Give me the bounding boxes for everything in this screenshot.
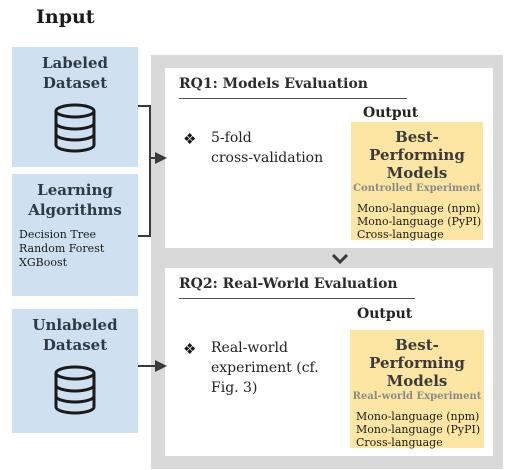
- list-item: Mono-language (npm): [357, 202, 481, 215]
- rq1-method: 5-fold cross-validation: [211, 130, 324, 166]
- algorithm-item: Decision Tree: [19, 228, 96, 241]
- rq1-output-label: Output: [363, 105, 419, 121]
- rq2-method: Real-world experiment (cf. Fig. 3): [211, 340, 319, 396]
- rq1-result-heading: Best-Performing Models: [369, 128, 465, 182]
- rq2-output-label: Output: [357, 306, 413, 322]
- list-item: Mono-language (PyPI): [356, 423, 481, 436]
- arrowhead: [155, 152, 167, 164]
- bullet-icon: ❖: [183, 340, 197, 358]
- rq2-card: RQ2: Real-World Evaluation ❖ Real-world …: [165, 268, 493, 456]
- rq2-result-heading: Best-Performing Models: [369, 336, 465, 390]
- learning-algorithms-label: Learning Algorithms: [28, 181, 122, 219]
- labeled-dataset-label: Labeled Dataset: [41, 54, 109, 92]
- unlabeled-dataset-box: Unlabeled Dataset: [12, 309, 138, 433]
- rq1-card: RQ1: Models Evaluation ❖ 5-fold cross-va…: [165, 68, 493, 248]
- bullet-icon: ❖: [183, 130, 197, 148]
- algorithm-item: XGBoost: [19, 256, 68, 269]
- rq1-title-underline: [179, 98, 407, 99]
- chevron-down-icon: [332, 253, 348, 265]
- rq2-title: RQ2: Real-World Evaluation: [179, 276, 398, 292]
- rq2-result-list: Mono-language (npm) Mono-language (PyPI)…: [356, 410, 484, 449]
- rq2-title-underline: [179, 298, 415, 299]
- algorithm-item: Random Forest: [19, 242, 105, 255]
- list-item: Cross-language: [356, 436, 443, 449]
- list-item: Cross-language: [357, 228, 444, 241]
- list-item: Mono-language (npm): [356, 410, 480, 423]
- database-icon: [54, 365, 96, 415]
- rq1-result-box: Best-Performing Models Controlled Experi…: [351, 122, 483, 241]
- rq1-result-list: Mono-language (npm) Mono-language (PyPI)…: [357, 202, 483, 241]
- unlabeled-dataset-label: Unlabeled Dataset: [32, 316, 118, 354]
- labeled-dataset-box: Labeled Dataset: [12, 47, 138, 167]
- rq2-result-box: Best-Performing Models Real-world Experi…: [350, 330, 484, 449]
- database-icon: [54, 103, 96, 153]
- rq2-result-subtitle: Real-world Experiment: [352, 391, 482, 402]
- input-title: Input: [36, 6, 95, 28]
- bracket-connector: [138, 105, 151, 237]
- algorithm-list: Decision Tree Random Forest XGBoost: [19, 228, 138, 270]
- list-item: Mono-language (PyPI): [357, 215, 482, 228]
- rq1-title: RQ1: Models Evaluation: [179, 76, 368, 92]
- arrowhead: [155, 360, 167, 372]
- learning-algorithms-box: Learning Algorithms Decision Tree Random…: [12, 174, 138, 296]
- rq1-result-subtitle: Controlled Experiment: [353, 183, 481, 194]
